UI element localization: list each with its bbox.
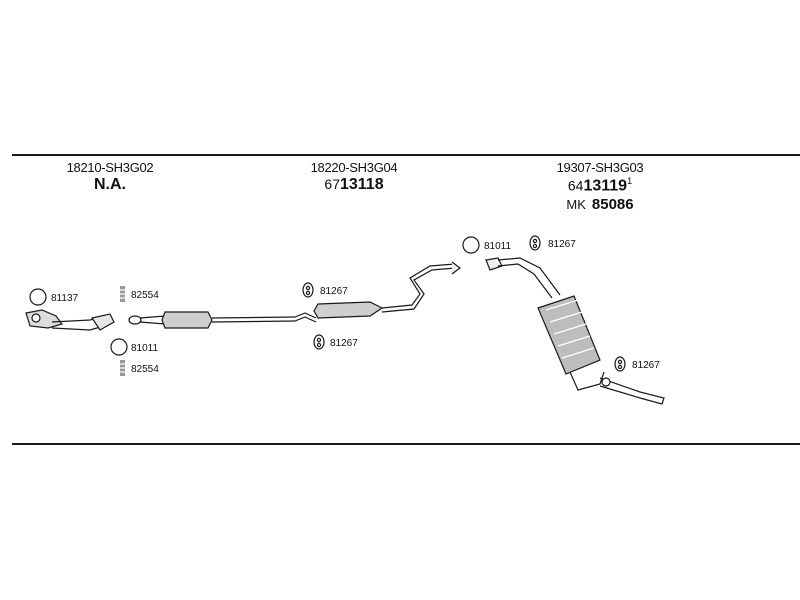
ring-gasket-icon (110, 338, 128, 356)
part-superscript: 1 (627, 176, 633, 186)
top-rule (12, 154, 800, 156)
rubber-mount-icon (313, 334, 325, 350)
oem-number: 19307-SH3G03 (556, 160, 644, 175)
section-middle-silencer: 18220-SH3G04 6713118 (274, 160, 434, 194)
mk-label: MK (566, 197, 586, 213)
callout-label: 82554 (131, 364, 159, 375)
part-number-line: 6713118 (274, 176, 434, 194)
bottom-rule (12, 443, 800, 445)
callout-label: 81011 (484, 241, 512, 252)
part-number: N.A. (94, 176, 126, 193)
part-prefix: 64 (567, 177, 584, 194)
section-rear-silencer: 19307-SH3G03 64131191 MK 85086 (520, 160, 680, 213)
callout-label: 81011 (131, 343, 159, 354)
part-number: 13119 (583, 177, 628, 195)
callout-label: 81267 (320, 286, 348, 297)
part-number-line: 64131191 (520, 176, 680, 195)
rear-silencer (485, 257, 665, 405)
bolt-icon (120, 286, 125, 302)
ring-gasket-icon (462, 236, 480, 254)
part-number: 13118 (339, 176, 384, 193)
rubber-mount-icon (529, 235, 541, 251)
mounting-kit: MK 85086 (520, 196, 680, 213)
oem-number: 18210-SH3G02 (66, 160, 154, 175)
rubber-mount-icon (302, 282, 314, 298)
callout-label: 82554 (131, 290, 159, 301)
bolt-icon (120, 360, 125, 376)
ring-gasket-icon (29, 288, 47, 306)
middle-pipe (128, 261, 461, 329)
callout-label: 81137 (51, 293, 79, 304)
callout-label: 81267 (548, 239, 576, 250)
part-prefix: 67 (324, 176, 340, 192)
rubber-mount-icon (614, 356, 626, 372)
mk-number: 85086 (591, 196, 634, 214)
callout-label: 81267 (632, 360, 660, 371)
section-front-pipe: 18210-SH3G02 N.A. (30, 160, 190, 194)
callout-label: 81267 (330, 338, 358, 349)
oem-number: 18220-SH3G04 (310, 160, 398, 175)
front-pipe (25, 309, 115, 331)
